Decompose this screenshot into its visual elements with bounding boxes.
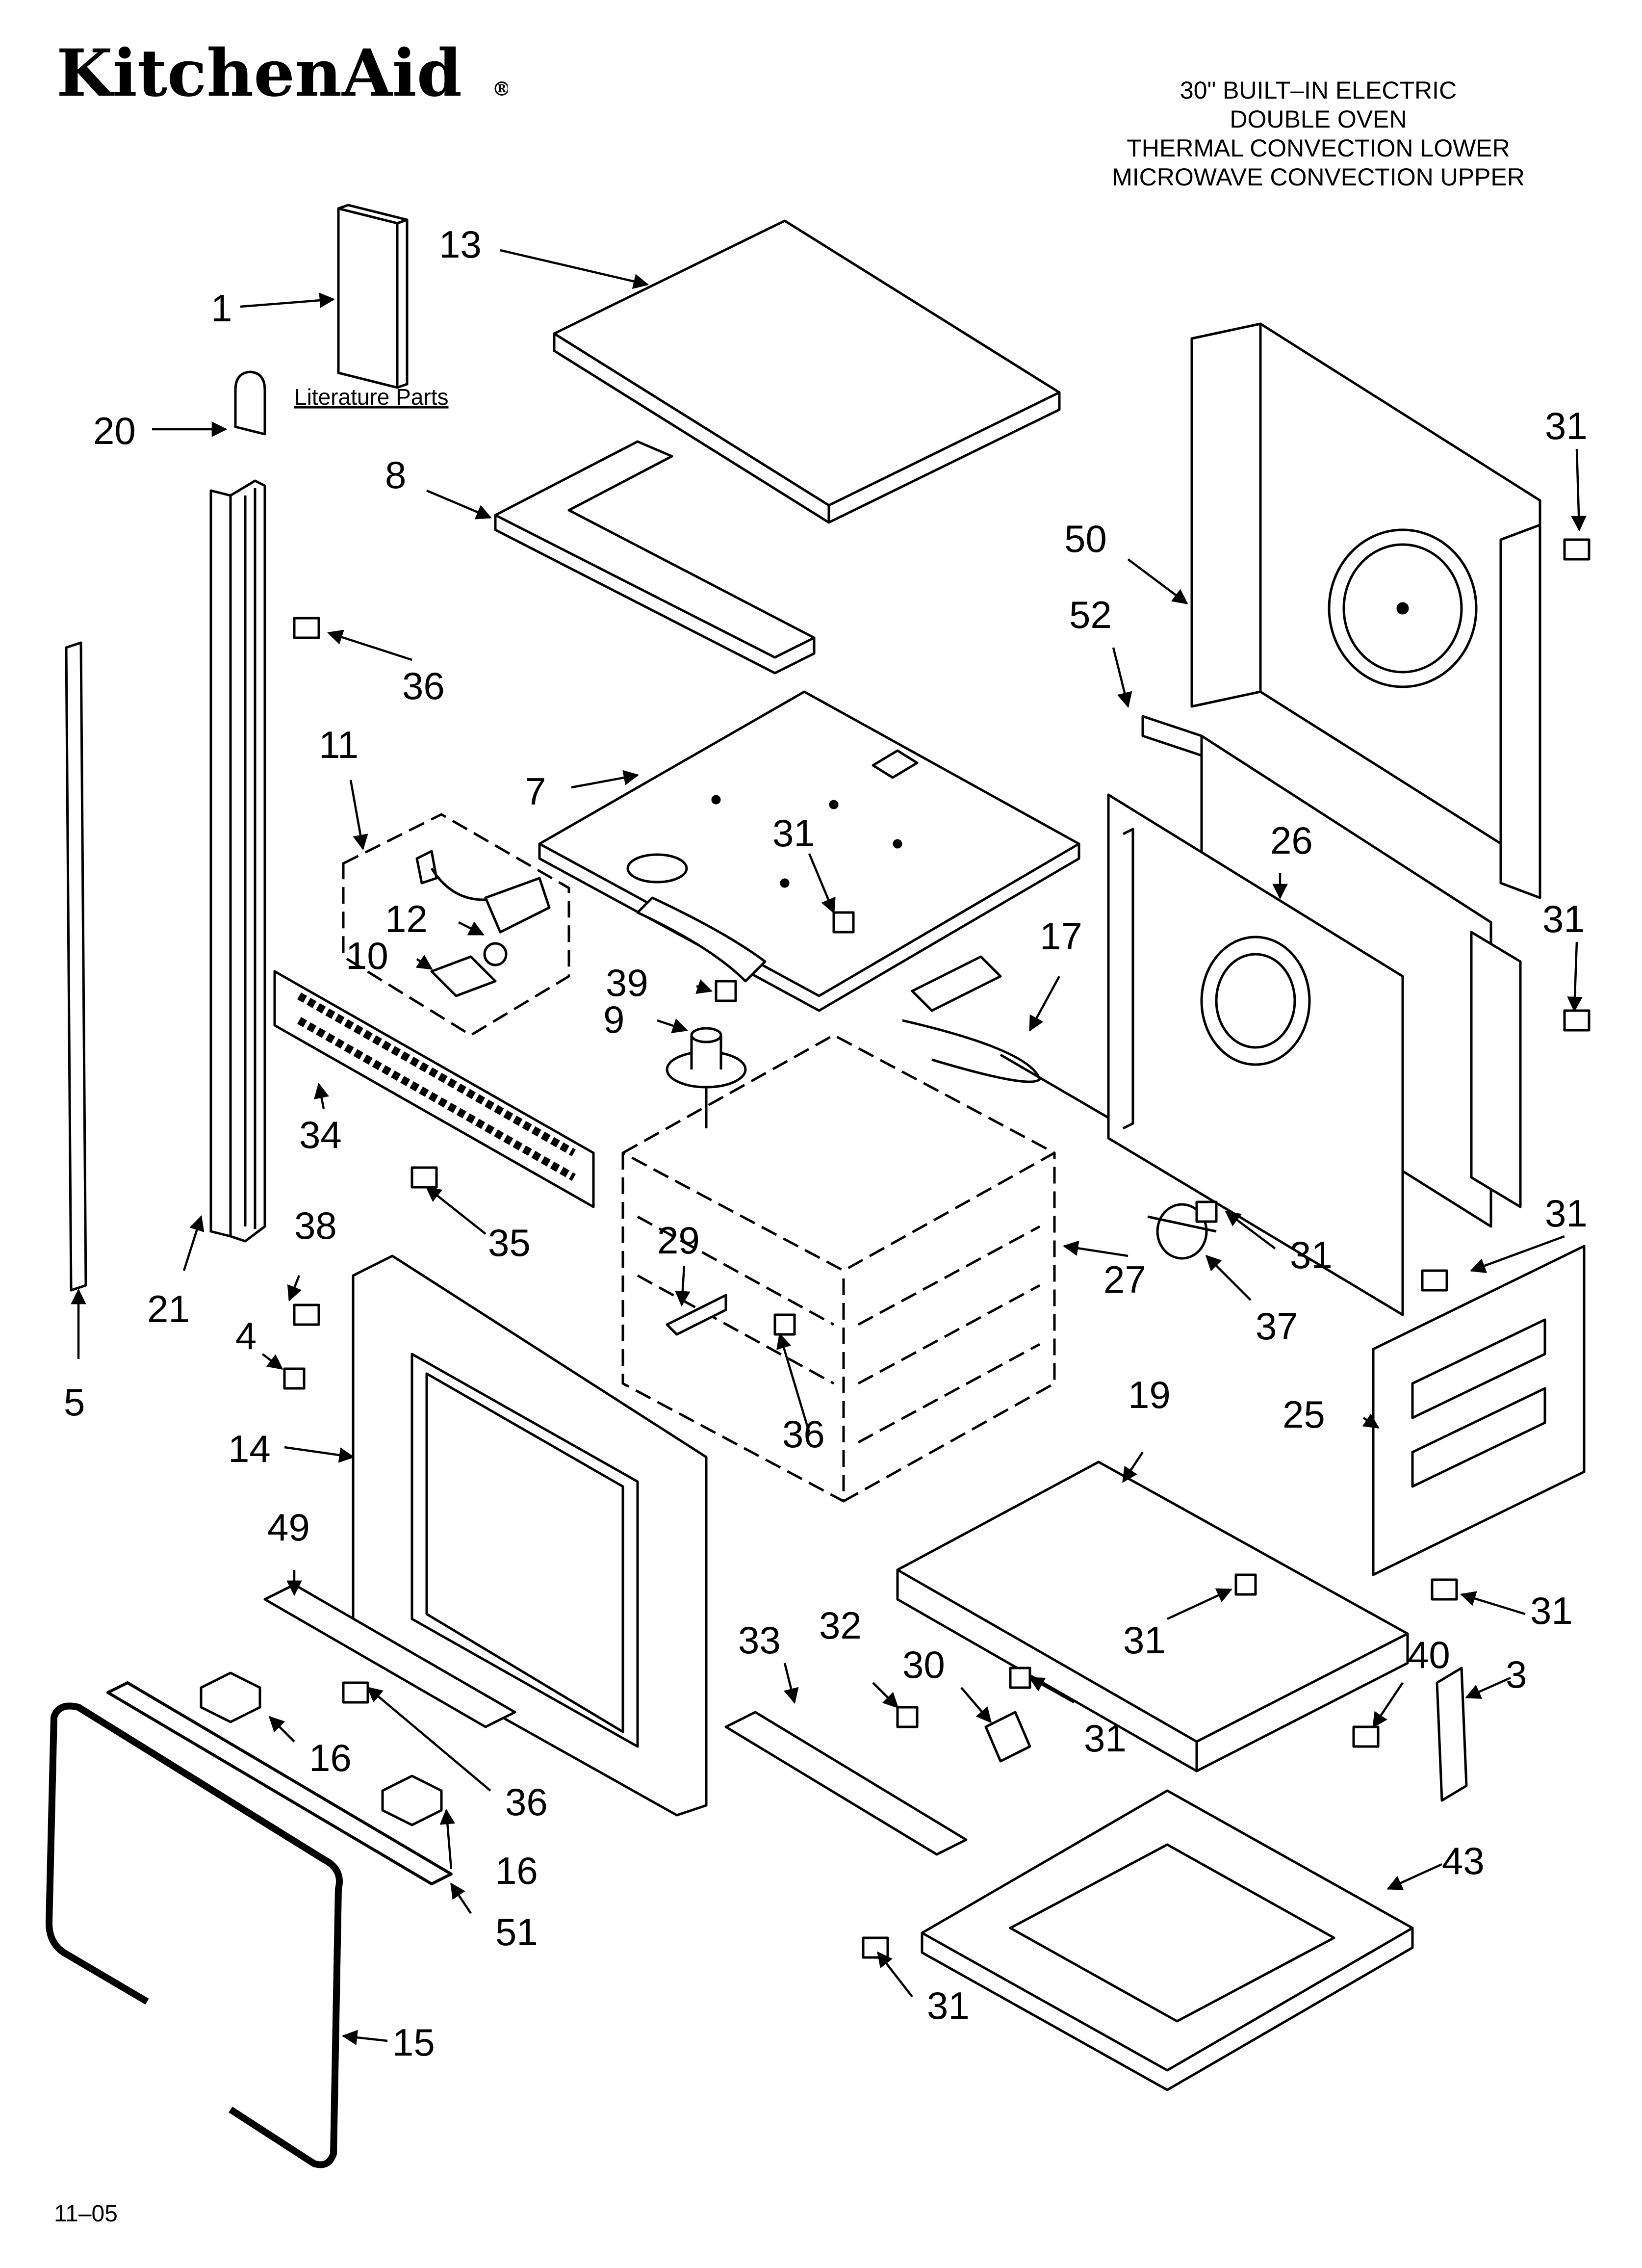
l-shaped-insulation — [494, 440, 816, 675]
literature-parts-label: Literature Parts — [294, 384, 448, 410]
callout-31-corner: 31 — [1530, 1589, 1573, 1632]
callout-33: 33 — [738, 1618, 781, 1662]
spacer-block-a — [200, 1671, 261, 1723]
callout-39: 39 — [606, 961, 648, 1004]
callout-7: 7 — [525, 770, 546, 813]
callout-50: 50 — [1064, 517, 1107, 560]
callout-32: 32 — [819, 1604, 862, 1647]
callout-3: 3 — [1506, 1653, 1527, 1696]
callout-1: 1 — [211, 287, 232, 330]
callout-31-clip: 31 — [1084, 1717, 1127, 1760]
callout-40: 40 — [1408, 1633, 1450, 1676]
callout-43: 43 — [1442, 1839, 1485, 1882]
callout-31-right: 31 — [1542, 897, 1585, 940]
callout-31-mid: 31 — [772, 811, 815, 855]
callout-38: 38 — [294, 1204, 337, 1247]
callout-36-low: 36 — [505, 1780, 548, 1824]
callout-36-left: 36 — [402, 664, 445, 707]
callout-9: 9 — [603, 998, 624, 1041]
title-line-1: 30" BUILT–IN ELECTRIC — [1180, 77, 1457, 104]
callout-31-bottom: 31 — [927, 1984, 970, 2027]
light-assembly — [342, 813, 570, 1037]
callout-numbers: 1 13 20 8 31 50 52 36 11 7 31 26 31 12 1… — [64, 223, 1588, 2064]
callout-31-top: 31 — [1545, 404, 1588, 447]
top-insulation-panel — [553, 219, 1061, 524]
side-access-panel — [1372, 1245, 1586, 1576]
callout-35: 35 — [488, 1221, 531, 1264]
front-frame — [352, 1254, 708, 1817]
callout-4: 4 — [235, 1314, 257, 1357]
callout-8: 8 — [385, 453, 406, 496]
callout-11: 11 — [319, 723, 359, 766]
callout-29: 29 — [657, 1219, 700, 1262]
callout-31-panel: 31 — [1545, 1192, 1588, 1235]
spacer-block-b — [381, 1774, 443, 1826]
callout-49: 49 — [267, 1506, 310, 1549]
callout-34: 34 — [299, 1113, 342, 1156]
callout-5: 5 — [64, 1381, 85, 1424]
callout-31-therm: 31 — [1290, 1233, 1333, 1277]
callout-20: 20 — [93, 409, 136, 452]
convection-back-panel — [1107, 715, 1492, 1316]
callout-27: 27 — [1103, 1258, 1146, 1301]
kitchenaid-logo: KitchenAid ® — [56, 37, 508, 111]
screws — [283, 538, 1591, 1959]
side-bracket-right — [1470, 931, 1522, 1208]
callout-19: 19 — [1128, 1373, 1171, 1416]
callout-17: 17 — [1040, 914, 1082, 958]
callout-13: 13 — [439, 223, 482, 266]
registered-mark: ® — [492, 78, 508, 101]
lower-base-tray — [921, 1789, 1414, 2091]
callout-51: 51 — [495, 1910, 538, 1954]
callout-52: 52 — [1069, 593, 1112, 636]
literature-booklet — [337, 204, 409, 389]
title-line-2: DOUBLE OVEN — [1230, 105, 1407, 133]
brand-name: KitchenAid — [56, 37, 462, 111]
callout-37: 37 — [1256, 1304, 1298, 1348]
callout-10: 10 — [346, 934, 388, 977]
door-gasket — [46, 1702, 343, 2168]
bottom-tray — [896, 1460, 1409, 1773]
callout-36-mid: 36 — [782, 1412, 825, 1456]
trim-rod — [65, 641, 87, 1292]
top-frame-plate — [538, 690, 1080, 1012]
model-title: 30" BUILT–IN ELECTRIC DOUBLE OVEN THERMA… — [1049, 76, 1588, 192]
callout-30: 30 — [902, 1643, 945, 1686]
thermostat-disc — [1147, 1203, 1217, 1260]
callout-16-b: 16 — [495, 1849, 538, 1892]
callout-14: 14 — [228, 1427, 271, 1470]
leader-lines — [71, 249, 1587, 2045]
callout-25: 25 — [1283, 1393, 1325, 1436]
callout-12: 12 — [385, 897, 428, 940]
mounting-bracket — [1436, 1667, 1468, 1802]
hinge-rail — [106, 1681, 453, 1885]
callout-31-tray: 31 — [1123, 1618, 1166, 1662]
convection-motor — [666, 1027, 747, 1128]
title-line-4: MICROWAVE CONVECTION UPPER — [1112, 163, 1525, 191]
element-connector — [666, 1294, 727, 1336]
rear-panel — [1190, 322, 1541, 899]
side-trim-left — [209, 479, 266, 1243]
title-line-3: THERMAL CONVECTION LOWER — [1127, 134, 1510, 162]
oven-cavity — [621, 1034, 1056, 1503]
callout-21: 21 — [147, 1287, 190, 1330]
callout-15: 15 — [392, 2021, 435, 2064]
revision-code: 11–05 — [54, 2201, 118, 2227]
tag-part — [234, 370, 266, 436]
callout-26: 26 — [1270, 819, 1313, 862]
clip-30 — [984, 1711, 1031, 1763]
convection-heating-element — [902, 955, 1119, 1125]
trim-strip — [724, 1711, 968, 1856]
callout-16-a: 16 — [309, 1736, 352, 1779]
frame-bracket — [263, 1583, 516, 1728]
vent-grille — [273, 970, 595, 1208]
